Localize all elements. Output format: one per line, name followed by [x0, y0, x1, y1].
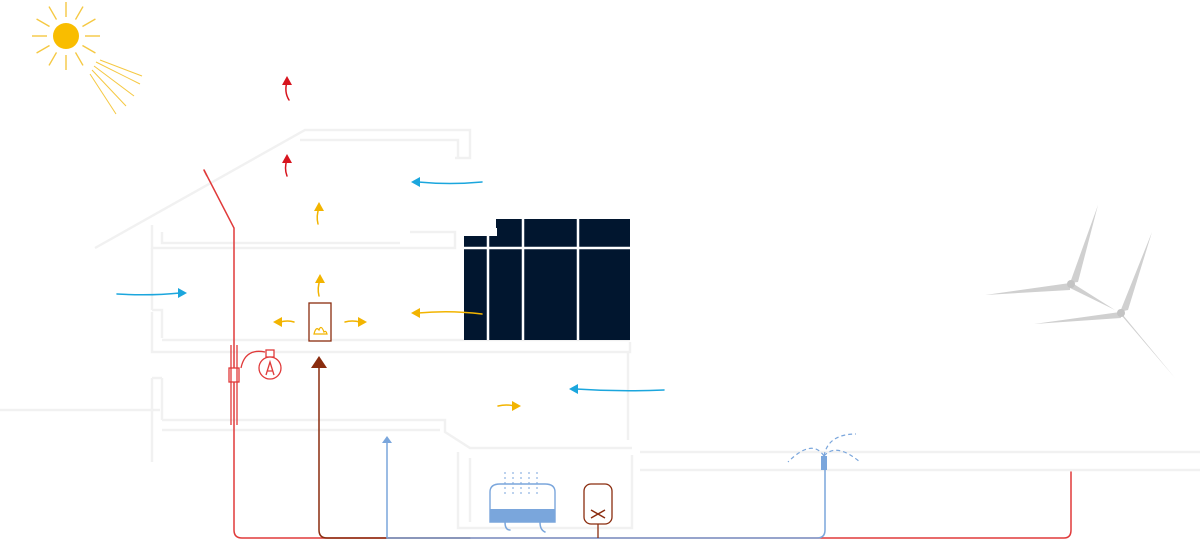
warm-air-arrow-line [344, 320, 361, 323]
warm-air-arrow-line [417, 310, 483, 315]
cold-air-arrow-head [569, 384, 578, 394]
cold-air-arrow-head [411, 177, 420, 187]
cold-air-arrow-line [116, 292, 181, 296]
exhaust-arrow-head [282, 154, 292, 163]
cold-air-arrow-line [575, 388, 665, 392]
electric-line [203, 169, 1072, 539]
house-outline [94, 128, 634, 530]
fountain-icon [787, 433, 861, 470]
cold-air-arrow-line [417, 181, 483, 185]
airflow-arrows [116, 76, 665, 411]
warm-air-arrow-head [512, 401, 521, 411]
water-line [382, 436, 826, 539]
exhaust-arrow-head [282, 76, 292, 85]
warm-air-arrow-head [273, 317, 282, 327]
stove-icon [308, 302, 332, 342]
warm-air-arrow-line [279, 320, 295, 323]
warm-air-arrow-head [314, 202, 324, 211]
light-bulb-icon [258, 349, 282, 380]
warm-air-arrow-head [358, 317, 367, 327]
electric-meter-icon [228, 345, 266, 425]
heating-line [311, 356, 471, 539]
boiler-icon [583, 483, 613, 538]
water-tank-icon [489, 472, 556, 533]
ground-lines [0, 408, 1200, 472]
warm-air-arrow-line [497, 404, 515, 407]
wind-turbine-icon [985, 205, 1175, 378]
cold-air-arrow-head [178, 288, 187, 298]
warm-air-arrow-head [315, 274, 325, 283]
sun-icon [32, 2, 143, 115]
warm-air-arrow-head [411, 308, 420, 318]
solar-panel-icon [464, 219, 630, 340]
